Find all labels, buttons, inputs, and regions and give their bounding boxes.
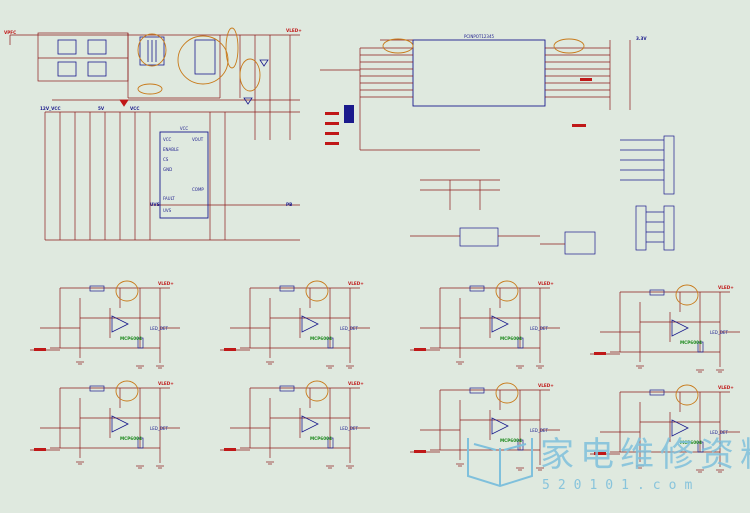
pwm-ic: VCC VCC ENABLE CS GND FAULT UVS VOUT COM…: [159, 126, 209, 219]
led-det-label: LED_DET: [340, 326, 358, 331]
opamp-part-label: MCP6004: [310, 436, 332, 441]
watermark: 家电维修资料网 520101.com: [467, 435, 750, 493]
opamp-symbol: [671, 319, 689, 337]
opamp-part-label: MCP6004: [310, 336, 332, 341]
flyback-block: [9, 32, 300, 241]
net-vpfc: VPFC: [4, 30, 16, 35]
net-vled: VLED+: [348, 381, 364, 386]
mcu-label: PCINPOT12345: [464, 34, 495, 39]
led-det-label: LED_DET: [340, 426, 358, 431]
channel-2: MCP6004 VLED+ LED_DET: [220, 280, 370, 369]
regulator-block: [410, 179, 596, 255]
led-det-label: LED_DET: [150, 326, 168, 331]
led-det-label: LED_DET: [710, 430, 728, 435]
pin-vout: VOUT: [192, 137, 204, 142]
opamp-part-label: MCP6004: [120, 336, 142, 341]
net-12v-vcc: 12V_VCC: [40, 106, 61, 111]
net-vled: VLED+: [158, 281, 174, 286]
led-det-label: LED_DET: [150, 426, 168, 431]
pin-fault: FAULT: [163, 196, 175, 201]
net-vled: VLED+: [538, 281, 554, 286]
opamp-symbol: [111, 415, 129, 433]
opamp-symbol: [301, 315, 319, 333]
net-vled: VLED+: [718, 385, 734, 390]
opamp-symbol: [491, 315, 509, 333]
orange-highlights: [137, 27, 261, 95]
channel-8: MCP6004 VLED+ LED_DET: [590, 384, 740, 473]
net-vled: VLED+: [348, 281, 364, 286]
watermark-chinese: 家电维修资料网: [540, 435, 750, 475]
net-vled: VLED+: [718, 285, 734, 290]
led-det-label: LED_DET: [530, 428, 548, 433]
opamp-part-label: MCP6004: [680, 440, 702, 445]
channel-1: MCP6004 VLED+ LED_DET: [30, 280, 180, 369]
net-3v3: 3.3V: [636, 36, 647, 41]
transformer: [57, 36, 269, 107]
net-pb: PB: [286, 202, 292, 207]
connector-right: [620, 135, 675, 251]
net-uvs: UVS: [150, 202, 160, 207]
opamp-symbol: [111, 315, 129, 333]
pin-gnd: GND: [163, 167, 172, 172]
channel-4: MCP6004 VLED+ LED_DET: [590, 284, 740, 373]
net-vled: VLED+: [158, 381, 174, 386]
watermark-url: 520101.com: [542, 478, 700, 493]
led-det-label: LED_DET: [530, 326, 548, 331]
net-vcc: VCC: [130, 106, 139, 111]
book-icon: [467, 438, 533, 488]
opamp-symbol: [671, 419, 689, 437]
channel-7: MCP6004 VLED+ LED_DET: [410, 382, 560, 471]
pin-cs: CS: [163, 157, 169, 162]
channel-6: MCP6004 VLED+ LED_DET: [220, 380, 370, 469]
opamp-part-label: MCP6004: [500, 336, 522, 341]
opamp-part-label: MCP6004: [500, 438, 522, 443]
net-vled-top: VLED+: [286, 28, 302, 33]
pin-enable: ENABLE: [163, 147, 179, 152]
led-driver-channels: MCP6004VLED+LED_DETMCP6004VLED+LED_DETMC…: [30, 280, 740, 473]
net-vled: VLED+: [538, 383, 554, 388]
opamp-part-label: MCP6004: [680, 340, 702, 345]
pin-uvs: UVS: [163, 208, 172, 213]
led-det-label: LED_DET: [710, 330, 728, 335]
channel-5: MCP6004 VLED+ LED_DET: [30, 380, 180, 469]
channel-3: MCP6004 VLED+ LED_DET: [410, 280, 560, 369]
opamp-part-label: MCP6004: [120, 436, 142, 441]
mcu-block: PCINPOT12345 3.3V: [320, 34, 647, 151]
opamp-symbol: [301, 415, 319, 433]
pin-vcc: VCC: [163, 137, 172, 142]
opamp-symbol: [491, 417, 509, 435]
net-5v: 5V: [98, 106, 105, 111]
pin-comp: COMP: [192, 187, 204, 192]
pwm-ic-label: VCC: [180, 126, 189, 131]
